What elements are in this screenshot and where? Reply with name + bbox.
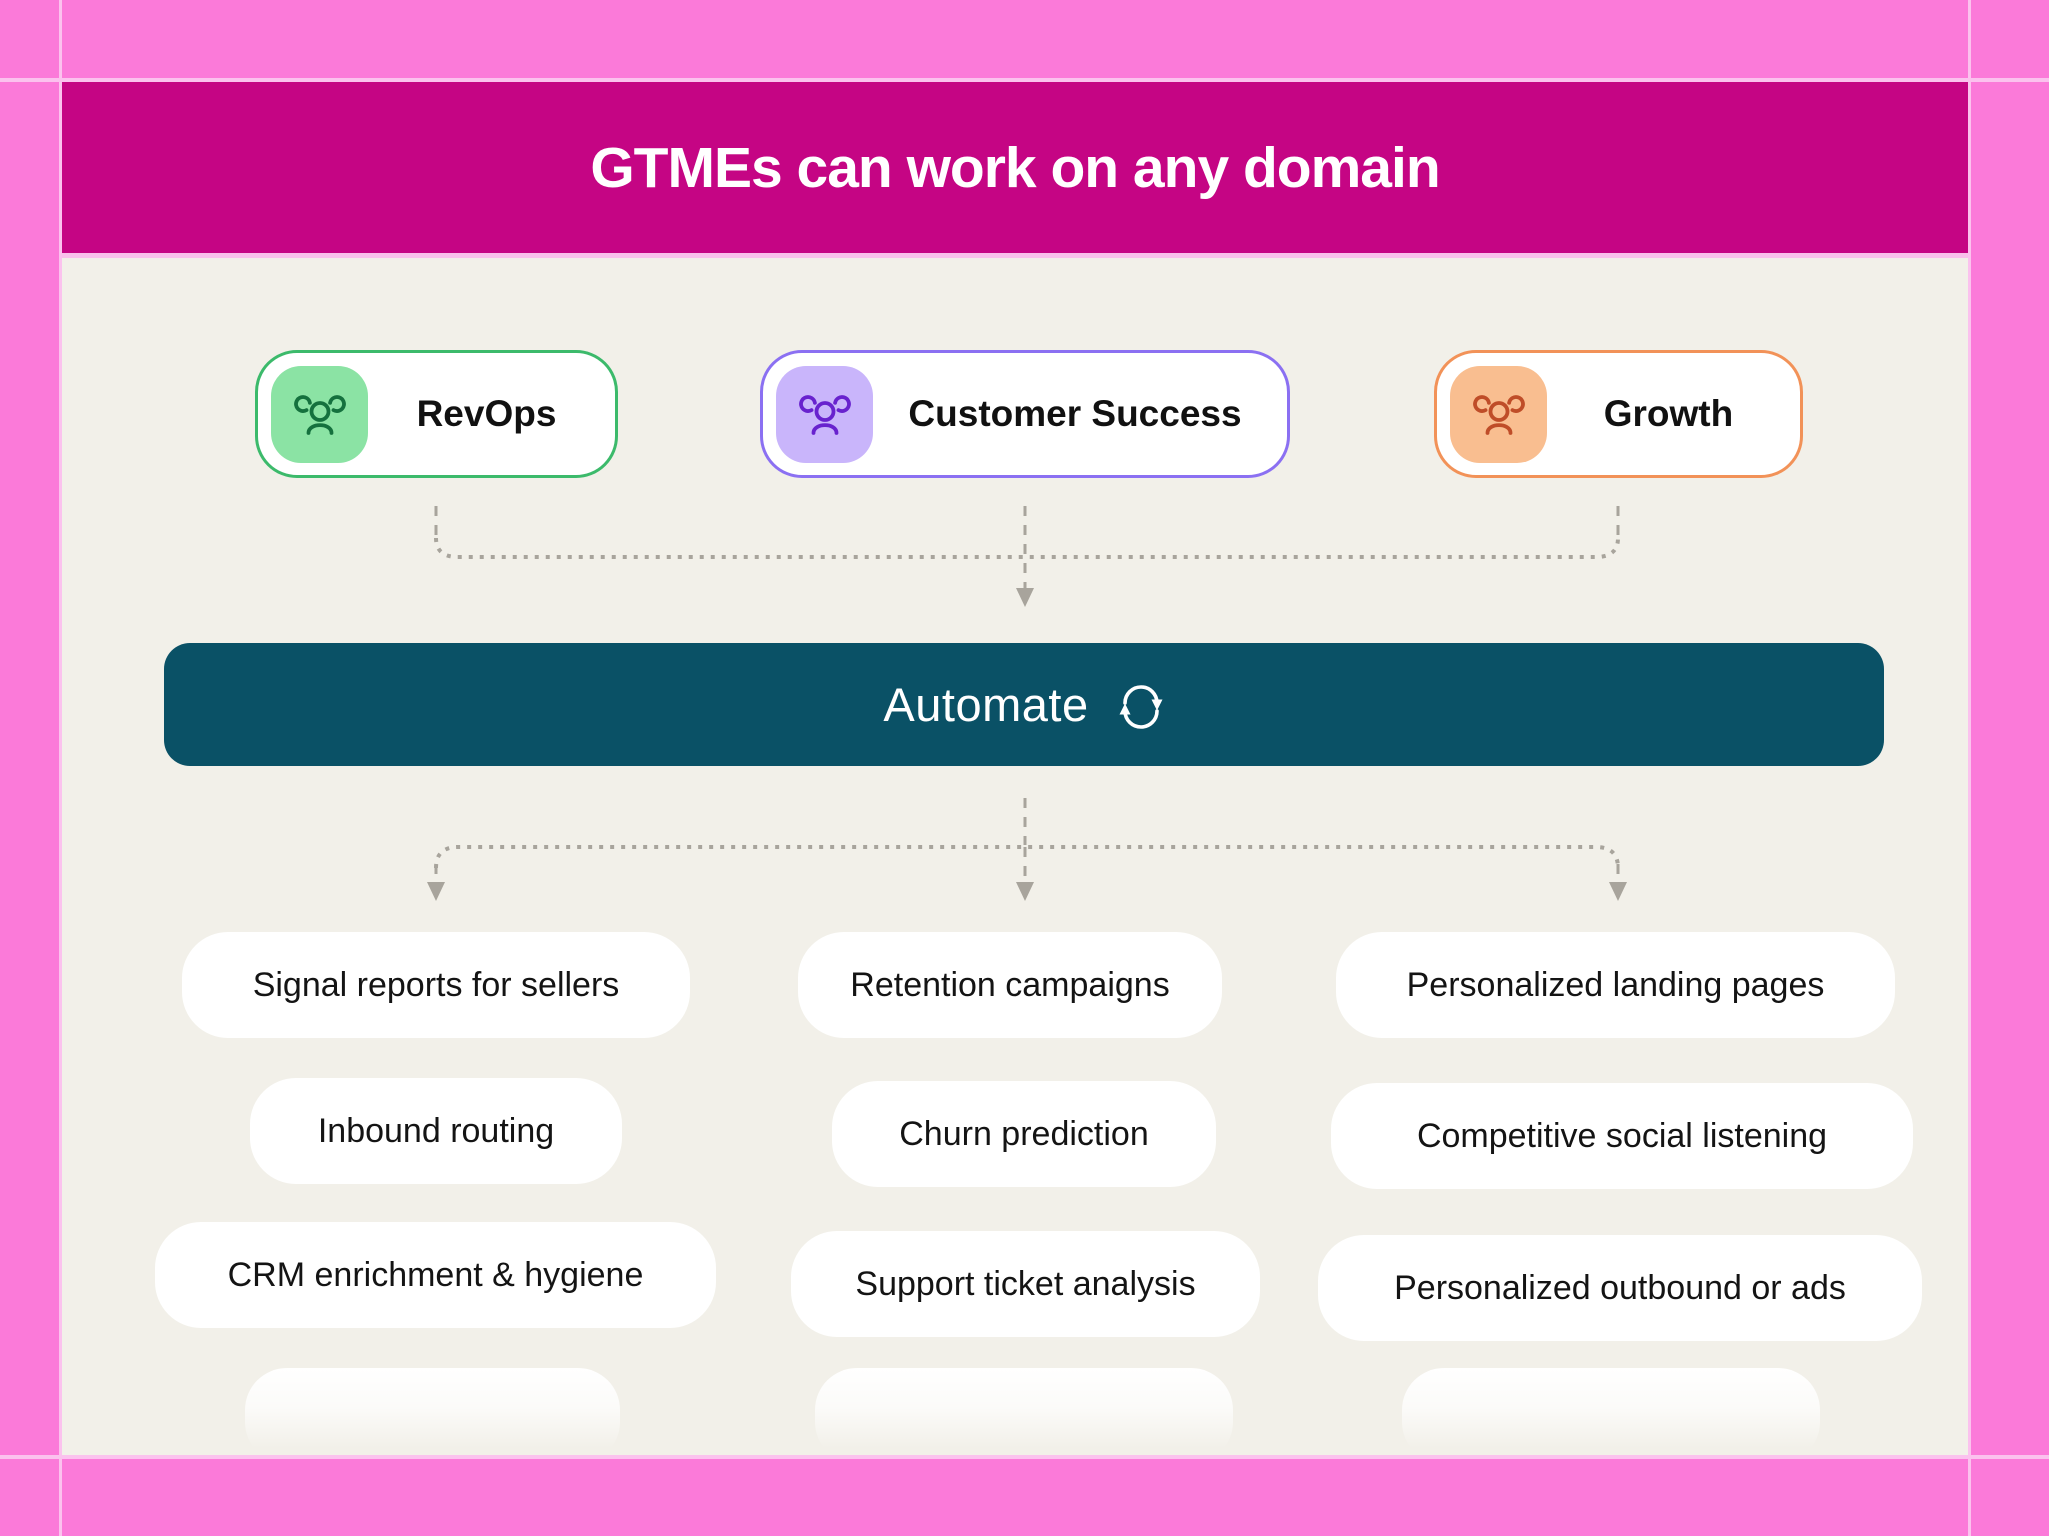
task-pill-label: Competitive social listening (1416, 1116, 1828, 1155)
domain-label: RevOps (416, 393, 557, 434)
frame-grid-line-right (1968, 0, 1971, 1536)
task-pill-signal-reports: Signal reports for sellers (182, 932, 690, 1038)
task-pill-label: Support ticket analysis (855, 1264, 1196, 1303)
task-pill-label: Churn prediction (899, 1114, 1149, 1153)
task-pill-label: Retention campaigns (850, 965, 1170, 1004)
task-pill-personalized-landing-pages: Personalized landing pages (1336, 932, 1895, 1038)
users-icon (776, 365, 873, 463)
users-icon (1450, 365, 1547, 463)
sync-icon (1119, 684, 1163, 729)
task-pill-faded (815, 1368, 1233, 1464)
task-pill-label: Inbound routing (317, 1111, 555, 1150)
task-pill-personalized-outbound: Personalized outbound or ads (1318, 1235, 1922, 1341)
task-pill-churn-prediction: Churn prediction (832, 1081, 1216, 1187)
task-pill-retention-campaigns: Retention campaigns (798, 932, 1222, 1038)
users-icon (271, 365, 368, 463)
page-title: GTMEs can work on any domain (590, 135, 1440, 200)
domain-pill-revops: RevOps (255, 350, 618, 478)
task-pill-label: Personalized landing pages (1406, 965, 1825, 1004)
task-pill-faded (245, 1368, 620, 1464)
domain-pill-growth: Growth (1434, 350, 1803, 478)
domain-label: Customer Success (908, 393, 1242, 434)
task-pill-faded (1402, 1368, 1820, 1464)
domain-label: Growth (1603, 393, 1734, 434)
frame-grid-line-top (0, 78, 2049, 82)
task-pill-label: Personalized outbound or ads (1394, 1268, 1846, 1307)
header-band: GTMEs can work on any domain (62, 82, 1968, 258)
task-pill-crm-enrichment: CRM enrichment & hygiene (155, 1222, 716, 1328)
automate-label: Automate (883, 678, 1089, 731)
task-pill-support-ticket-analysis: Support ticket analysis (791, 1231, 1260, 1337)
task-pill-label: Signal reports for sellers (252, 965, 620, 1004)
automate-bar: Automate (164, 643, 1884, 766)
task-pill-label: CRM enrichment & hygiene (227, 1255, 644, 1294)
task-pill-competitive-social-listening: Competitive social listening (1331, 1083, 1913, 1189)
frame-grid-line-left (59, 0, 62, 1536)
task-pill-inbound-routing: Inbound routing (250, 1078, 622, 1184)
domain-pill-customer-success: Customer Success (760, 350, 1290, 478)
